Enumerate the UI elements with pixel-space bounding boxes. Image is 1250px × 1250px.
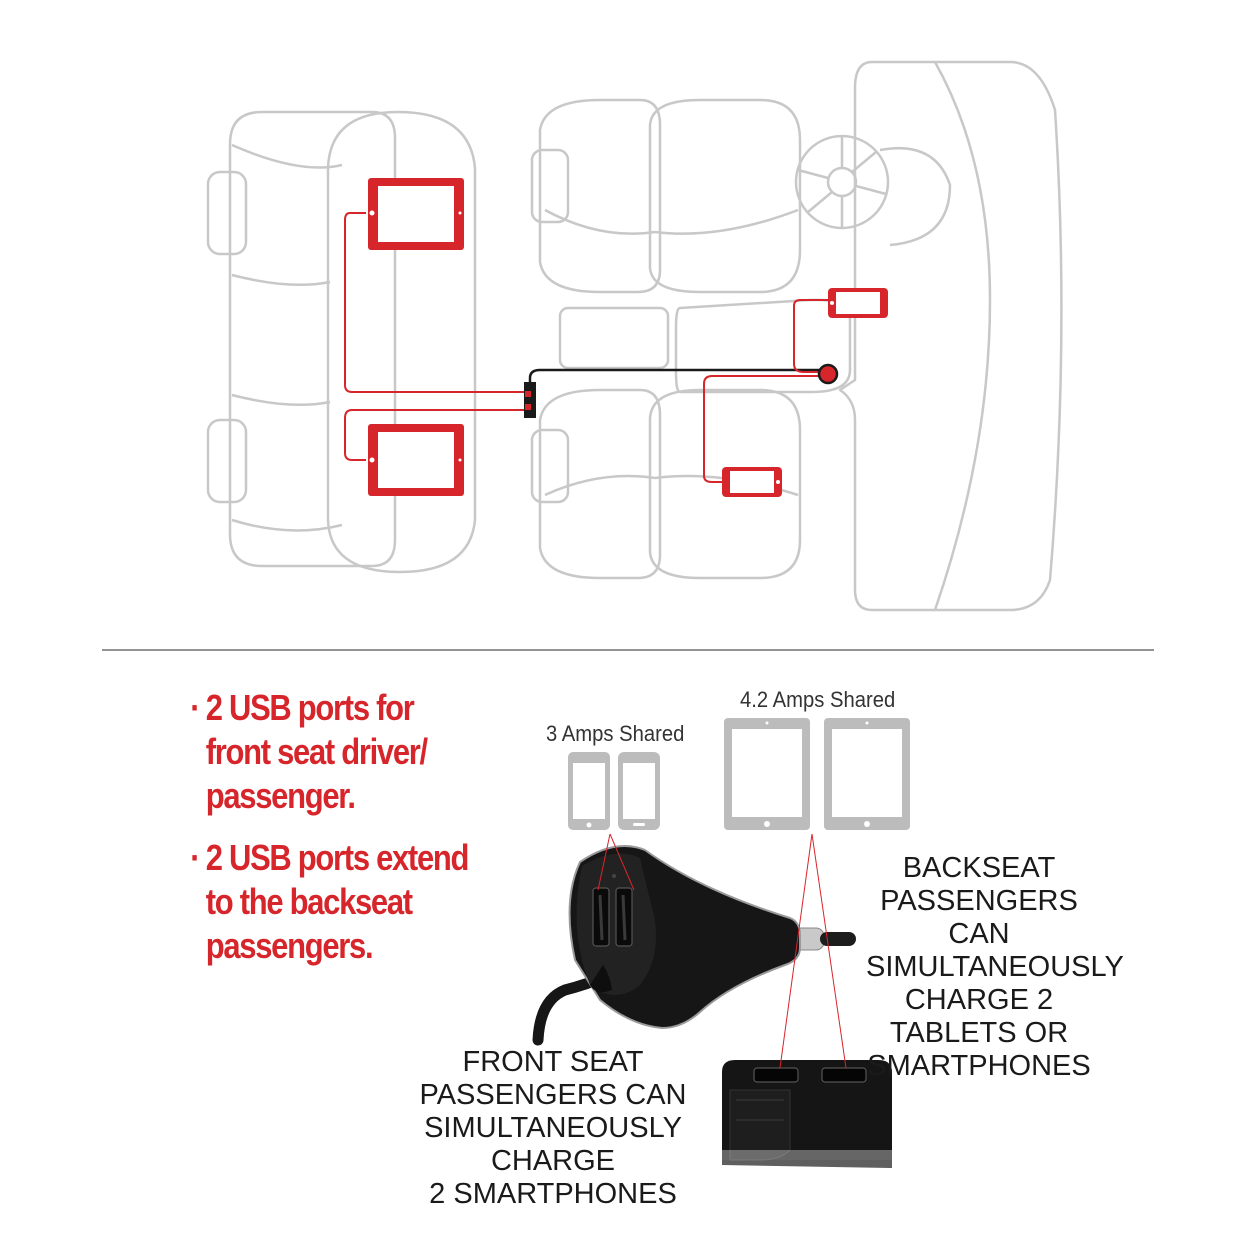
car-seat-layout-diagram bbox=[206, 60, 1063, 612]
center-console-bin bbox=[558, 306, 670, 370]
rear-bench-cushion bbox=[326, 110, 477, 574]
backseat-hub-image bbox=[700, 1060, 910, 1180]
rear-headrest-top bbox=[206, 170, 248, 256]
tablet-icon bbox=[724, 718, 810, 830]
bullet-marker: · bbox=[190, 687, 200, 728]
feature-bullet-back: · 2 USB ports extend to the backseat pas… bbox=[190, 836, 470, 968]
charging-network bbox=[344, 178, 888, 497]
dashboard bbox=[838, 60, 1063, 612]
car-charger-image bbox=[532, 845, 856, 1046]
charger-plug-icon bbox=[817, 363, 839, 385]
bullet-text: 2 USB ports for front seat driver/ passe… bbox=[205, 687, 428, 816]
tablet-icon bbox=[368, 178, 464, 250]
front-seat-top-seam bbox=[544, 208, 799, 235]
red-cable-rear-top bbox=[344, 212, 524, 393]
front-seat-bottom-back bbox=[538, 388, 662, 580]
tablet-icon bbox=[368, 424, 464, 496]
black-cable-main bbox=[528, 368, 822, 382]
hub-usb-port bbox=[753, 1067, 799, 1083]
smartphone-icon bbox=[618, 752, 660, 830]
phones-amps-label: 3 Amps Shared bbox=[546, 721, 685, 746]
pointer-lines bbox=[597, 833, 847, 1069]
smartphone-icon bbox=[568, 752, 610, 830]
tablets-amps-label: 4.2 Amps Shared bbox=[740, 687, 896, 712]
rear-bench-backrest bbox=[228, 110, 397, 568]
rear-headrest-bottom bbox=[206, 418, 248, 504]
hub-clip bbox=[729, 1089, 791, 1161]
front-headrest-top bbox=[530, 148, 570, 224]
red-cable-rear-bottom bbox=[344, 409, 524, 461]
steering-wheel-spokes bbox=[797, 136, 887, 228]
bullet-marker: · bbox=[190, 837, 200, 878]
red-cable-console-bottom bbox=[703, 375, 824, 483]
front-seat-top-cushion bbox=[648, 98, 802, 294]
frontseat-caption: FRONT SEAT PASSENGERS CAN SIMULTANEOUSLY… bbox=[419, 1046, 687, 1210]
red-cable-console-top bbox=[793, 299, 828, 373]
steering-wheel-inner bbox=[826, 166, 858, 198]
backseat-hub-icon bbox=[524, 382, 536, 418]
hub-port-1 bbox=[525, 391, 531, 397]
tablet-pair-icons bbox=[724, 718, 910, 830]
phone-pair-icons bbox=[568, 752, 660, 830]
smartphone-icon bbox=[722, 467, 782, 497]
backseat-caption: BACKSEAT PASSENGERS CAN SIMULTANEOUSLY C… bbox=[866, 852, 1124, 1082]
hub-usb-port bbox=[821, 1067, 867, 1083]
tablet-icon bbox=[824, 718, 910, 830]
feature-bullet-front: · 2 USB ports for front seat driver/ pas… bbox=[190, 686, 428, 818]
front-seat-top-back bbox=[538, 98, 662, 294]
rear-bench-backrest-seam bbox=[231, 143, 343, 532]
hub-port-2 bbox=[525, 404, 531, 410]
front-headrest-bottom bbox=[530, 428, 570, 504]
instrument-cluster bbox=[879, 146, 952, 247]
bullet-text: 2 USB ports extend to the backseat passe… bbox=[205, 837, 470, 966]
dashboard-seam bbox=[933, 61, 992, 611]
smartphone-icon bbox=[828, 288, 888, 318]
